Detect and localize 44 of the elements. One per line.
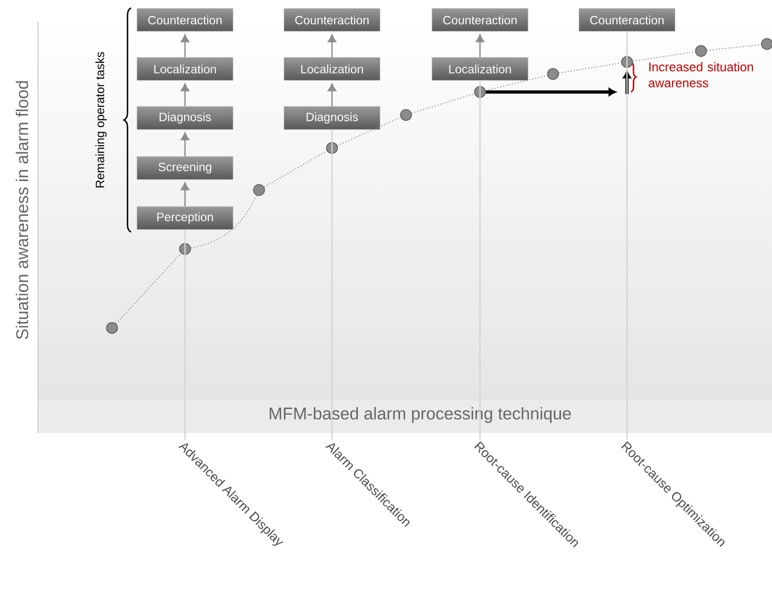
connector-line xyxy=(626,32,628,440)
task-box: Counteraction xyxy=(432,8,528,32)
dotted-curve xyxy=(190,194,257,248)
arrow xyxy=(476,34,484,58)
data-point xyxy=(326,142,338,154)
task-box: Localization xyxy=(432,57,528,81)
axis-title: MFM-based alarm processing technique xyxy=(270,407,571,423)
arrow xyxy=(328,83,336,106)
task-box: Screening xyxy=(136,156,234,180)
arrow xyxy=(180,34,190,58)
annotation-text: Increased situation awareness xyxy=(648,62,753,88)
data-point xyxy=(253,184,265,196)
data-point xyxy=(106,322,118,334)
dotted-curve xyxy=(558,62,622,74)
brace-label: Remaining operator tasks xyxy=(95,52,107,188)
data-point xyxy=(474,86,486,98)
arrow xyxy=(180,83,190,106)
task-box: Localization xyxy=(284,57,380,81)
task-box: Diagnosis xyxy=(284,106,380,130)
connector-line xyxy=(479,80,481,440)
task-box: Counteraction xyxy=(578,8,676,32)
dotted-curve xyxy=(632,51,696,62)
arrow xyxy=(180,132,190,156)
arrow xyxy=(180,182,190,206)
dotted-curve xyxy=(411,93,475,114)
data-point xyxy=(761,38,772,50)
arrow xyxy=(486,88,616,96)
dotted-curve xyxy=(264,150,328,188)
dotted-curve xyxy=(336,116,402,146)
task-box: Counteraction xyxy=(284,8,380,32)
data-point xyxy=(621,56,633,68)
data-point xyxy=(179,243,191,255)
data-point xyxy=(400,109,412,121)
dotted-curve xyxy=(116,252,182,324)
axis-title: Situation awareness in alarm flood xyxy=(16,81,28,340)
arrow xyxy=(623,71,631,94)
dotted-curve xyxy=(485,74,548,92)
task-box: Localization xyxy=(136,57,234,81)
task-box: Perception xyxy=(136,206,234,230)
data-point xyxy=(695,45,707,57)
arrow xyxy=(328,34,336,58)
data-point xyxy=(547,68,559,80)
task-box: Diagnosis xyxy=(136,106,234,130)
task-box: Counteraction xyxy=(136,8,234,32)
